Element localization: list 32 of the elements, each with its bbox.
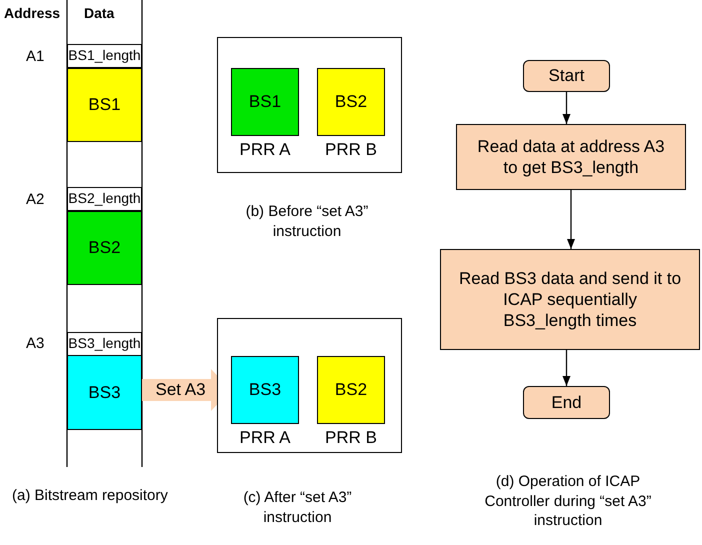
bitstream-block: BS2 [67,211,142,285]
panel-caption: (c) After “set A3” instruction [242,488,353,527]
column-header: Data [84,4,116,22]
region-label: PRR B [324,427,378,449]
bitstream-block: BS1 [67,68,142,142]
terminal-box: Start [523,60,610,92]
fpga-panel [217,318,402,453]
length-field: BS2_length [67,187,142,211]
region-block: BS2 [317,356,385,424]
region-block: BS1 [231,68,299,136]
bitstream-block: BS3 [67,355,142,430]
panel-caption: (d) Operation of ICAP Controller during “set A3” instruction [484,472,652,530]
region-label: PRR B [324,139,378,161]
panel-caption: (a) Bitstream repository [12,486,169,506]
arrow [567,190,575,249]
region-block: BS2 [317,68,385,136]
process-box: Read data at address A3 to get BS3_length [456,124,686,190]
process-box: Read BS3 data and send it to ICAP sequentially BS3_length times [440,249,700,350]
address-label: A1 [26,47,46,66]
panel-caption: (b) Before “set A3” instruction [244,202,370,241]
fpga-panel [217,37,402,173]
arrow [562,350,570,386]
region-label: PRR A [238,139,292,161]
length-field: BS1_length [67,44,142,68]
region-label: PRR A [238,427,292,449]
region-block: BS3 [231,356,299,424]
address-label: A3 [26,334,46,354]
address-label: A2 [26,190,46,210]
length-field: BS3_length [67,332,142,356]
terminal-box: End [523,386,610,419]
arrow [562,92,570,124]
column-header: Address [4,4,62,22]
